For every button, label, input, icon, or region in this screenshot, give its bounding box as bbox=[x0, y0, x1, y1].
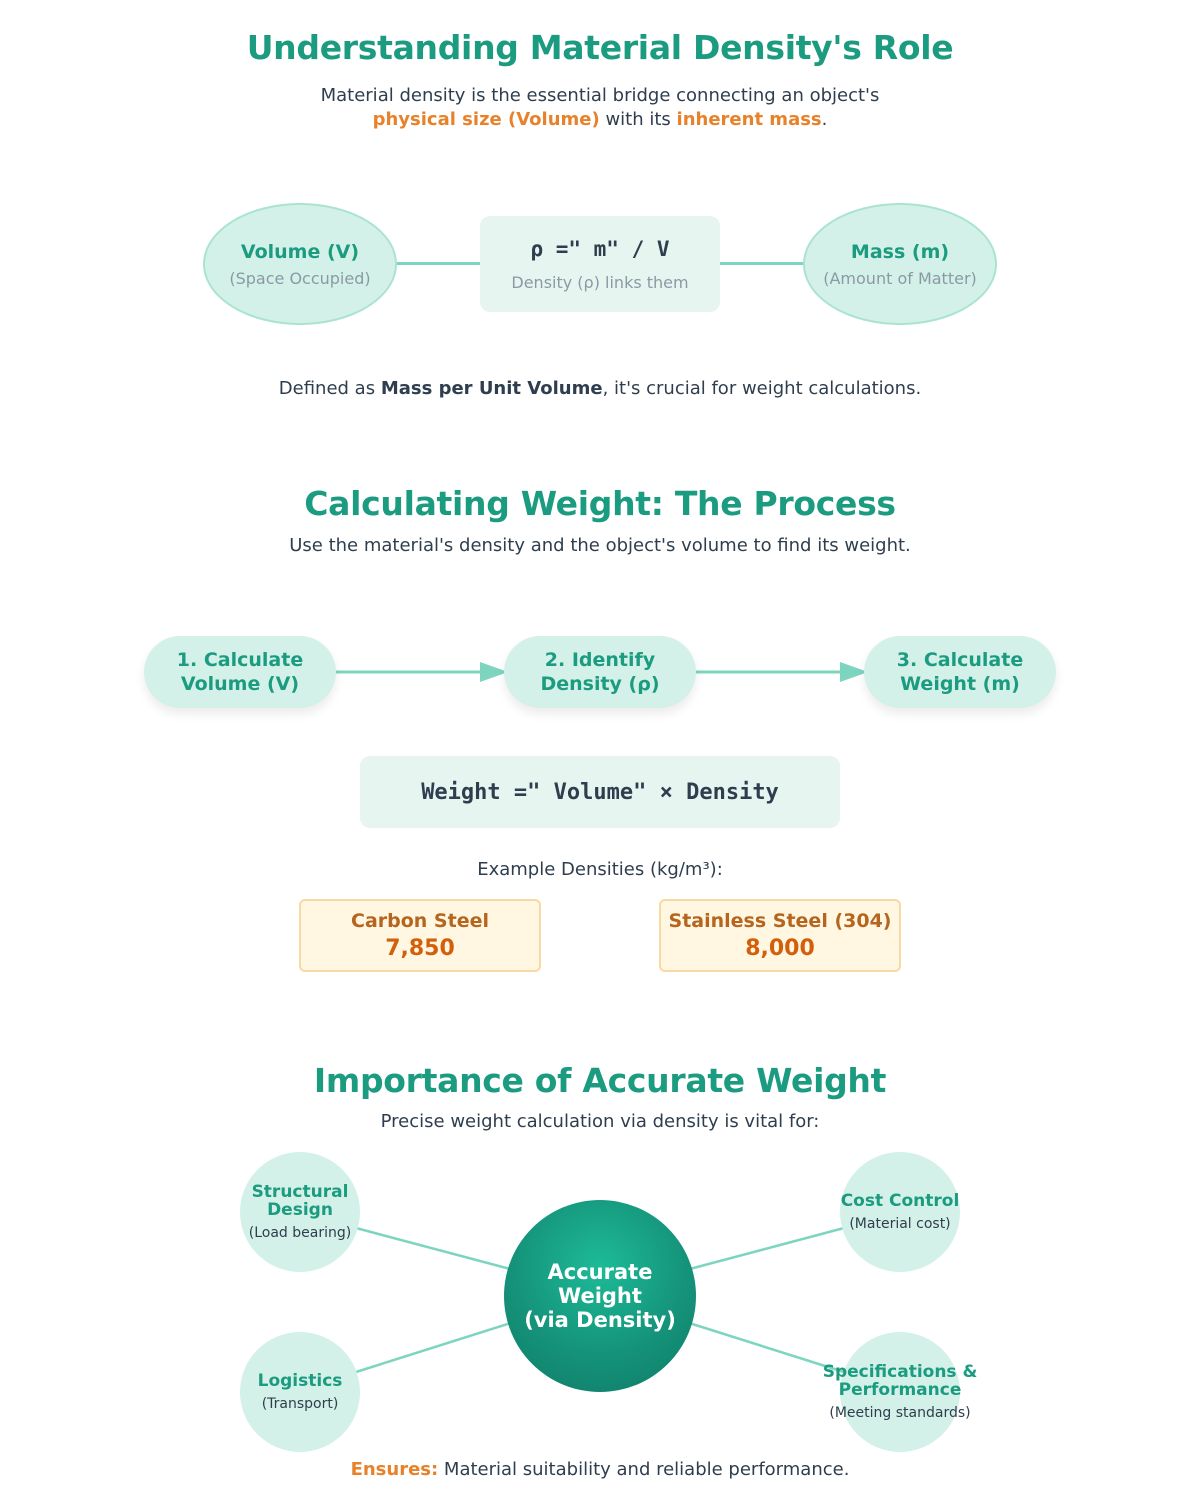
intro-period: . bbox=[821, 109, 828, 130]
weight-formula-box: Weight =" Volume" × Density bbox=[360, 756, 840, 828]
hub-line-2: (via Density) bbox=[524, 1308, 676, 1332]
section-2-subtitle: Use the material's density and the objec… bbox=[289, 535, 911, 556]
card-title: Carbon Steel bbox=[351, 910, 489, 932]
section-2-title: Calculating Weight: The Process bbox=[304, 484, 896, 523]
ensures-label: Ensures: bbox=[350, 1459, 439, 1480]
definition-suffix: , it's crucial for weight calculations. bbox=[602, 378, 922, 399]
highlight-volume: physical size (Volume) bbox=[372, 109, 600, 130]
arrow-head-2 bbox=[840, 662, 868, 682]
section-3-subtitle: Precise weight calculation via density i… bbox=[380, 1111, 820, 1132]
density-caption: Density (ρ) links them bbox=[511, 272, 689, 292]
step-1-line-2: Volume (V) bbox=[180, 673, 300, 695]
benefit-specifications: Specifications & Performance (Meeting st… bbox=[823, 1332, 977, 1452]
definition-emphasis: Mass per Unit Volume bbox=[380, 378, 603, 399]
intro-line-1: Material density is the essential bridge… bbox=[320, 85, 880, 106]
benefit-structural-design: Structural Design (Load bearing) bbox=[240, 1152, 360, 1272]
arrow-head-1 bbox=[480, 662, 508, 682]
benefit-title: Logistics bbox=[257, 1371, 343, 1391]
section-1-title: Understanding Material Density's Role bbox=[246, 28, 954, 67]
mass-subtitle: (Amount of Matter) bbox=[823, 268, 977, 288]
benefit-subtitle: (Load bearing) bbox=[248, 1225, 352, 1241]
density-definition: Defined as Mass per Unit Volume, it's cr… bbox=[0, 377, 1200, 401]
connector-volume-formula bbox=[394, 262, 482, 265]
density-formula-box: ρ =" m" / V Density (ρ) links them bbox=[480, 216, 720, 312]
benefit-subtitle: (Transport) bbox=[261, 1396, 339, 1412]
mass-node: Mass (m) (Amount of Matter) bbox=[803, 203, 997, 325]
benefit-subtitle: (Material cost) bbox=[849, 1216, 951, 1232]
step-2-line-2: Density (ρ) bbox=[540, 673, 660, 695]
volume-title: Volume (V) bbox=[240, 240, 360, 263]
card-value: 7,850 bbox=[385, 936, 455, 961]
section-3-title: Importance of Accurate Weight bbox=[313, 1061, 887, 1100]
step-3-line-2: Weight (m) bbox=[900, 673, 1020, 695]
connector-cost bbox=[685, 1226, 845, 1272]
benefit-cost-control: Cost Control (Material cost) bbox=[840, 1152, 960, 1272]
density-formula: ρ =" m" / V bbox=[530, 236, 670, 261]
benefit-title-1: Structural bbox=[251, 1182, 349, 1202]
connector-structural bbox=[355, 1226, 515, 1272]
ensures-text: Material suitability and reliable perfor… bbox=[438, 1459, 850, 1480]
example-densities-label: Example Densities (kg/m³): bbox=[477, 859, 723, 880]
benefit-title-1: Specifications & bbox=[822, 1362, 978, 1382]
volume-subtitle: (Space Occupied) bbox=[229, 268, 371, 288]
connector-logistics bbox=[355, 1320, 515, 1374]
connector-specs bbox=[685, 1320, 845, 1374]
benefit-title-2: Performance bbox=[838, 1380, 962, 1400]
benefit-title: Cost Control bbox=[840, 1191, 960, 1211]
benefit-subtitle: (Meeting standards) bbox=[829, 1405, 971, 1421]
intro-connector: with its bbox=[599, 109, 677, 130]
highlight-mass: inherent mass bbox=[676, 109, 822, 130]
card-title: Stainless Steel (304) bbox=[668, 910, 892, 932]
connector-formula-mass bbox=[718, 262, 806, 265]
benefit-title-2: Design bbox=[267, 1200, 333, 1220]
step-1-line-1: 1. Calculate bbox=[176, 649, 304, 671]
density-card-stainless-steel: Stainless Steel (304) 8,000 bbox=[659, 899, 901, 972]
card-value: 8,000 bbox=[745, 936, 815, 961]
step-2-line-1: 2. Identify bbox=[544, 649, 656, 671]
section-1-intro: Material density is the essential bridge… bbox=[0, 84, 1200, 132]
definition-prefix: Defined as bbox=[278, 378, 381, 399]
density-card-carbon-steel: Carbon Steel 7,850 bbox=[299, 899, 541, 972]
accurate-weight-hub: Accurate Weight (via Density) bbox=[504, 1200, 696, 1392]
mass-title: Mass (m) bbox=[850, 240, 950, 263]
intro-line-2: physical size (Volume) with its inherent… bbox=[0, 108, 1200, 132]
volume-node: Volume (V) (Space Occupied) bbox=[203, 203, 397, 325]
benefit-logistics: Logistics (Transport) bbox=[240, 1332, 360, 1452]
weight-formula: Weight =" Volume" × Density bbox=[421, 779, 779, 805]
step-3-line-1: 3. Calculate bbox=[896, 649, 1024, 671]
hub-line-1: Accurate Weight bbox=[547, 1260, 653, 1308]
ensures-statement: Ensures: Material suitability and reliab… bbox=[0, 1458, 1200, 1482]
